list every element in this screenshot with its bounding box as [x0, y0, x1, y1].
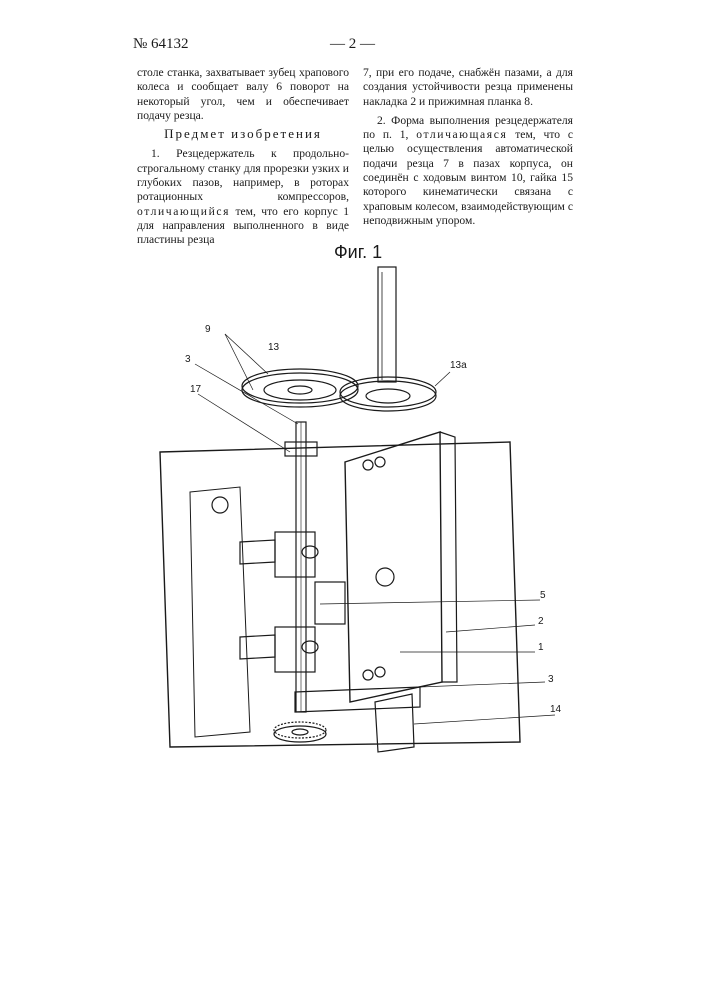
- patent-number: № 64132: [133, 36, 189, 53]
- label-9: 9: [205, 324, 211, 335]
- label-17: 17: [190, 384, 202, 395]
- label-5: 5: [540, 590, 546, 601]
- claim-1-start: 1. Резцедержатель к продольно-строгально…: [137, 147, 349, 203]
- figure-caption: Фиг. 1: [334, 242, 382, 263]
- claim-1-emphasis: отличающийся: [137, 205, 230, 218]
- claim-1-continuation: 7, при его подаче, снабжён пазами, а для…: [363, 66, 573, 109]
- body-plate: [345, 432, 442, 702]
- claim-1: 1. Резцедержатель к продольно-строгально…: [137, 147, 349, 247]
- machine-table: [160, 442, 520, 747]
- claim-2-emphasis: отличающаяся: [416, 128, 507, 141]
- label-1: 1: [538, 642, 544, 653]
- section-heading: Предмет изобретения: [137, 127, 349, 141]
- right-column: 7, при его подаче, снабжён пазами, а для…: [363, 66, 573, 228]
- left-column: столе станка, захватывает зубец храповог…: [137, 66, 349, 248]
- claim-2-end: тем, что с целью осуществления автоматич…: [363, 128, 573, 227]
- claim-2: 2. Форма выполнения резцедержателя по п.…: [363, 114, 573, 228]
- technical-drawing: 9 13 13а 3 17 5 2 1 3 14: [150, 262, 570, 762]
- label-3-bottom: 3: [548, 674, 554, 685]
- continued-paragraph: столе станка, захватывает зубец храповог…: [137, 66, 349, 123]
- label-14: 14: [550, 704, 562, 715]
- label-2: 2: [538, 616, 544, 627]
- label-3-top: 3: [185, 354, 191, 365]
- label-13: 13: [268, 342, 280, 353]
- label-13a: 13а: [450, 360, 467, 371]
- page-number: — 2 —: [330, 36, 375, 53]
- vertical-shaft: [378, 267, 396, 382]
